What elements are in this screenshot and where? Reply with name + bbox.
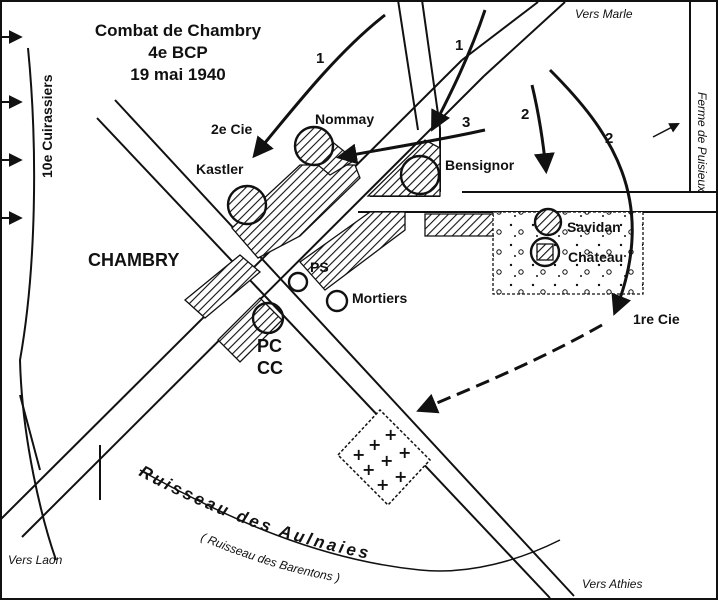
svg-text:+: + [380,451,393,470]
strongpoint-circle-icon [293,125,335,167]
strongpoint-circle-icon [226,184,268,226]
arrow-number-3: 3 [462,114,470,131]
svg-text:+: + [368,435,381,454]
cemetery-cross-icon: +++ +++ ++ [352,425,411,494]
svg-text:+: + [376,475,389,494]
park-dots-icon [492,211,644,295]
place-label-chambry: CHAMBRY [88,250,179,270]
arrow-head-icon [335,128,486,165]
road-label-puisieux: Ferme de Puisieux [695,92,709,193]
attack-arrows [252,9,634,414]
map-subtitle-date: 19 mai 1940 [130,65,225,84]
strongpoints [226,125,563,335]
road-label-marle: Vers Marle [575,7,633,21]
arrow-head-icon [548,68,634,316]
place-label-bensignor: Bensignor [445,157,515,173]
svg-text:+: + [362,460,375,479]
arrow-number-2b: 2 [605,130,613,147]
place-label-mortiers: Mortiers [352,290,407,306]
unit-label-1re-cie: 1re Cie [633,311,680,327]
map-subtitle-unit: 4e BCP [148,43,208,62]
place-label-nommay: Nommay [315,111,374,127]
cemetery: +++ +++ ++ [336,408,432,507]
place-label-pc: PC [257,336,282,356]
place-label-savidan: Savidan [567,219,621,235]
strongpoint-circle-icon [325,289,349,313]
place-label-cc: CC [257,358,283,378]
river-label: Ruisseau des Aulnaies [136,462,373,563]
river-line [139,469,561,572]
svg-text:+: + [384,425,397,444]
strongpoint-circle-icon [399,154,441,196]
strongpoint-circle-icon [533,207,563,237]
place-label-kastler: Kastler [196,161,244,177]
arrow-head-icon [416,323,603,414]
svg-text:+: + [398,443,411,462]
road-label-athies: Vers Athies [582,577,642,591]
arrow-head-icon [252,13,386,159]
arrow-number-1a: 1 [316,50,324,67]
road-label-laon: Vers Laon [8,553,63,567]
place-label-ps: PS [310,259,329,275]
unit-label-2e-cie: 2e Cie [211,121,252,137]
strongpoint-circle-icon [287,271,309,293]
map-title: Combat de Chambry [95,21,262,40]
cuirassiers-arrows [2,30,23,225]
arrow-head-icon [530,84,555,175]
arrow-head-icon [431,9,487,132]
strongpoint-circle-icon [529,236,561,268]
arrow-number-1b: 1 [455,37,463,54]
svg-text:+: + [394,467,407,486]
svg-text:+: + [352,445,365,464]
arrow-number-2a: 2 [521,106,529,123]
unit-label-cuirassiers: 10e Cuirassiers [39,74,55,178]
cuirassiers-front-line [18,47,57,561]
place-label-chateau: Château [568,249,623,265]
puisieux-arrow-icon [652,123,680,138]
chateau-building [536,243,554,261]
strongpoint-circle-icon [251,301,285,335]
